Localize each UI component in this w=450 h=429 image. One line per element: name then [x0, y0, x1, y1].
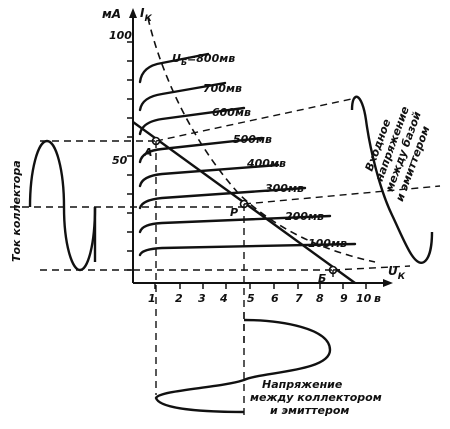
point-a-label: А	[143, 146, 153, 159]
x-ticks	[154, 283, 367, 289]
curve-100mv	[138, 242, 357, 257]
y-axis-symbol: IК	[140, 6, 152, 24]
svg-text:в: в	[374, 292, 381, 305]
characteristic-curves	[138, 52, 357, 257]
y-tick-label-100: 100	[109, 29, 132, 42]
y-tick-label-50: 50	[112, 154, 128, 167]
svg-text:4: 4	[219, 292, 228, 305]
svg-text:Напряжение: Напряжение	[262, 378, 343, 391]
curve-500mv	[138, 136, 264, 164]
point-b-label: Б	[318, 272, 326, 285]
svg-text:9: 9	[340, 292, 348, 305]
input-voltage-wave	[350, 95, 434, 264]
svg-text:10: 10	[356, 292, 372, 305]
svg-text:и эмиттером: и эмиттером	[270, 404, 349, 417]
x-axis-symbol: UК	[388, 264, 406, 282]
projection-lines	[40, 97, 441, 420]
svg-text:3: 3	[198, 292, 206, 305]
collector-emitter-voltage-wave	[154, 318, 332, 414]
x-axis-arrow	[383, 279, 393, 287]
point-p-label: Р	[230, 206, 238, 219]
curve-label-600mv: 600мв	[212, 106, 251, 119]
curve-400mv	[138, 163, 280, 188]
svg-text:8: 8	[316, 292, 324, 305]
curve-label-500mv: 500мв	[233, 133, 272, 146]
curve-label-400mv: 400мв	[246, 157, 286, 170]
svg-text:2: 2	[175, 292, 183, 305]
curve-700mv	[138, 81, 227, 112]
curve-label-700mv: 700мв	[203, 82, 242, 95]
curve-label-300mv: 300мв	[265, 182, 304, 195]
svg-text:между коллектором: между коллектором	[250, 391, 382, 404]
curve-label-800mv: UБ=800мв	[172, 52, 235, 67]
caption-collector-current: Ток коллектора	[10, 160, 23, 262]
y-axis-arrow	[129, 8, 137, 18]
y-axis-unit: мА	[102, 7, 121, 21]
collector-current-wave	[28, 139, 97, 272]
svg-text:7: 7	[295, 292, 303, 305]
axes	[129, 8, 393, 287]
svg-text:1: 1	[148, 292, 156, 305]
curve-200mv	[138, 214, 332, 234]
x-tick-labels: 1 2 3 4 5 6 7 8 9 10 в	[148, 292, 381, 305]
curve-300mv	[138, 186, 307, 210]
curve-800mv	[138, 52, 210, 84]
curve-600mv	[138, 106, 246, 136]
caption-collector-emitter-voltage: Напряжение между коллектором и эмиттером	[250, 378, 382, 417]
svg-text:5: 5	[247, 292, 255, 305]
curve-label-100mv: 100мв	[308, 237, 347, 250]
curve-label-200mv: 200мв	[285, 210, 324, 223]
svg-text:6: 6	[271, 292, 279, 305]
power-hyperbola	[147, 17, 376, 263]
